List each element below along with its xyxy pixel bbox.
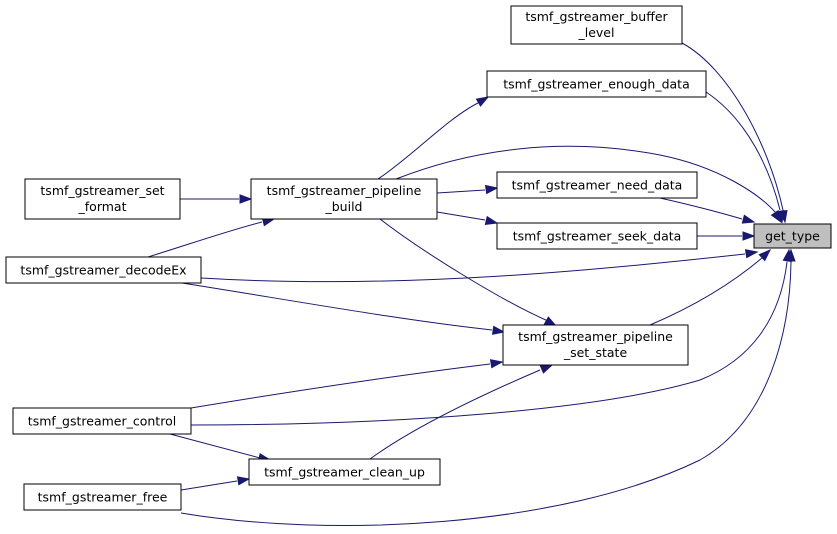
node-label: get_type: [765, 229, 820, 244]
arrowhead: [475, 96, 490, 107]
node-label: _build: [325, 199, 363, 214]
node-decodeex[interactable]: tsmf_gstreamer_decodeEx: [5, 256, 202, 284]
arrowhead: [786, 248, 796, 262]
edge-pipeline-build-to-enough-data: [377, 96, 490, 180]
arrowhead: [770, 209, 782, 224]
node-clean-up[interactable]: tsmf_gstreamer_clean_up: [248, 458, 441, 486]
edges-layer: [147, 42, 796, 526]
node-label: _level: [578, 25, 615, 40]
node-label: tsmf_gstreamer_seek_data: [513, 229, 682, 244]
node-label: tsmf_gstreamer_pipeline: [267, 183, 422, 198]
edge-pipeline-build-to-get-type: [395, 145, 782, 224]
node-label: tsmf_gstreamer_buffer: [525, 9, 668, 24]
node-buffer-level[interactable]: tsmf_gstreamer_buffer _level: [510, 5, 683, 45]
node-pipeline-set-state[interactable]: tsmf_gstreamer_pipeline _set_state: [502, 324, 689, 366]
edge-free-to-clean-up: [180, 476, 251, 491]
edge-pipeline-build-to-seek-data: [436, 211, 499, 226]
edge-pipeline-set-state-to-get-type: [649, 248, 772, 326]
edge-seek-data-to-get-type: [697, 231, 756, 241]
node-get-type[interactable]: get_type: [753, 223, 832, 249]
edge-decodeEx-to-get-type: [200, 249, 759, 283]
node-label: tsmf_gstreamer_clean_up: [264, 465, 425, 480]
edge-need-data-to-get-type: [659, 197, 756, 224]
node-need-data[interactable]: tsmf_gstreamer_need_data: [496, 171, 698, 199]
node-label: _format: [78, 199, 127, 214]
arrowhead: [491, 325, 506, 335]
node-set-format[interactable]: tsmf_gstreamer_set _format: [24, 178, 181, 220]
arrowhead: [484, 184, 499, 195]
node-label: tsmf_gstreamer_decodeEx: [20, 263, 186, 278]
edge-pipeline-build-to-need-data: [436, 184, 499, 195]
edge-decodeEx-to-pipeline-set-state: [181, 282, 506, 335]
node-pipeline-build[interactable]: tsmf_gstreamer_pipeline _build: [250, 178, 438, 220]
arrowhead: [489, 359, 504, 369]
node-label: tsmf_gstreamer_pipeline: [518, 329, 673, 344]
arrowhead: [539, 364, 554, 374]
edge-free-to-get-type: [180, 248, 796, 526]
edge-control-to-clean-up: [169, 433, 272, 463]
edge-buffer-level-to-get-type: [681, 42, 788, 224]
node-label: _set_state: [563, 345, 628, 360]
edge-set-format-to-pipeline-build: [180, 194, 253, 204]
node-label: tsmf_gstreamer_free: [38, 490, 168, 505]
node-label: tsmf_gstreamer_set: [40, 183, 164, 198]
edge-clean-up-to-pipeline-set-state: [369, 364, 554, 460]
node-control[interactable]: tsmf_gstreamer_control: [12, 407, 192, 435]
arrowhead: [744, 249, 759, 259]
arrowhead: [239, 194, 253, 204]
node-label: tsmf_gstreamer_enough_data: [503, 77, 690, 92]
node-enough-data[interactable]: tsmf_gstreamer_enough_data: [486, 70, 707, 98]
arrowhead: [741, 214, 756, 224]
node-free[interactable]: tsmf_gstreamer_free: [23, 483, 182, 511]
edge-decodeEx-to-pipeline-build: [147, 217, 276, 258]
arrowhead: [484, 215, 499, 226]
arrowhead: [758, 248, 772, 262]
arrowhead: [236, 476, 251, 486]
arrowhead: [742, 231, 756, 241]
node-seek-data[interactable]: tsmf_gstreamer_seek_data: [496, 222, 698, 250]
node-label: tsmf_gstreamer_need_data: [512, 178, 683, 193]
edge-control-to-pipeline-set-state: [190, 359, 504, 409]
node-label: tsmf_gstreamer_control: [28, 414, 176, 429]
